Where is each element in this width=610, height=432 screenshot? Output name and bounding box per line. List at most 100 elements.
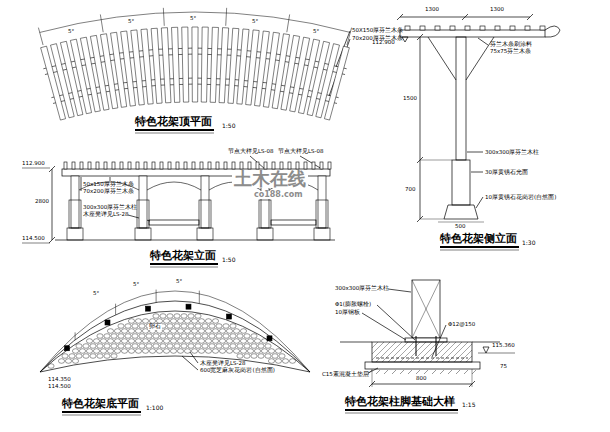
pebble bbox=[240, 339, 246, 344]
leader-line bbox=[368, 368, 378, 373]
timber-slat bbox=[280, 162, 283, 169]
timber-slat bbox=[224, 162, 227, 169]
hatch-line bbox=[466, 342, 472, 362]
pebble bbox=[97, 344, 103, 349]
leader-line bbox=[110, 177, 111, 181]
post-pedestal bbox=[197, 228, 213, 240]
pebble bbox=[149, 339, 155, 344]
pebble bbox=[93, 349, 99, 354]
pebble bbox=[90, 344, 96, 349]
pebble bbox=[170, 319, 176, 324]
steel-plate bbox=[405, 338, 447, 342]
pebble bbox=[69, 354, 75, 359]
soil-hatch bbox=[424, 370, 428, 374]
pebble bbox=[212, 349, 218, 354]
drawing-title: 特色花架底平面 bbox=[62, 398, 139, 409]
pebble bbox=[125, 324, 131, 329]
pebble bbox=[184, 349, 190, 354]
beam bbox=[400, 30, 545, 37]
soil-hatch bbox=[400, 370, 404, 374]
timber-slat bbox=[288, 162, 291, 169]
leader-line bbox=[388, 289, 411, 292]
timber-slat bbox=[272, 162, 275, 169]
post-cladding bbox=[316, 200, 328, 228]
timber-slat bbox=[324, 46, 349, 120]
post-plan bbox=[105, 320, 110, 325]
pebble bbox=[198, 329, 204, 334]
annotation: 节点大样见LS-08 bbox=[278, 149, 324, 155]
pebble bbox=[181, 344, 187, 349]
timber-slat bbox=[120, 162, 123, 169]
pebble bbox=[65, 359, 71, 364]
pebble bbox=[198, 349, 204, 354]
pebble bbox=[219, 339, 225, 344]
pebble bbox=[139, 324, 145, 329]
timber-slat bbox=[176, 162, 179, 169]
dimension-tick bbox=[49, 166, 55, 172]
leader-line bbox=[471, 172, 483, 173]
hatch-line bbox=[442, 342, 462, 362]
pebble bbox=[97, 334, 103, 339]
pebble bbox=[93, 339, 99, 344]
pebble bbox=[156, 339, 162, 344]
pebble bbox=[62, 354, 68, 359]
pebble bbox=[226, 349, 232, 354]
pebble bbox=[247, 349, 253, 354]
dimension-tick bbox=[225, 8, 227, 26]
timber-slat bbox=[320, 162, 323, 169]
soil-hatch bbox=[440, 370, 444, 374]
pebble bbox=[247, 339, 253, 344]
watermark: 土木在线 bbox=[232, 170, 308, 188]
soil-hatch bbox=[384, 370, 388, 374]
pebble bbox=[202, 324, 208, 329]
hatch-line bbox=[388, 342, 408, 362]
scale-label: 1:50 bbox=[222, 257, 235, 263]
pebble bbox=[153, 334, 159, 339]
leader-line bbox=[476, 197, 483, 208]
timber-slat bbox=[256, 162, 259, 169]
pebble bbox=[216, 344, 222, 349]
pebble bbox=[240, 349, 246, 354]
slat-section bbox=[405, 26, 410, 30]
pebble bbox=[244, 354, 250, 359]
pebble bbox=[107, 329, 113, 334]
pebble bbox=[153, 344, 159, 349]
post-plan bbox=[65, 346, 70, 351]
dimension-tick bbox=[49, 237, 55, 243]
pebble bbox=[156, 349, 162, 354]
pebble bbox=[198, 339, 204, 344]
pebble bbox=[149, 319, 155, 324]
post-plan bbox=[186, 304, 191, 309]
pebble bbox=[258, 344, 264, 349]
pebble bbox=[261, 339, 267, 344]
pebble bbox=[104, 354, 110, 359]
pebble bbox=[233, 349, 239, 354]
annotation: 114.500 bbox=[48, 384, 71, 390]
annotation: 600宽芝麻灰花岗岩(自然面) bbox=[200, 368, 275, 374]
timber-slat bbox=[208, 162, 211, 169]
hatch-line bbox=[436, 342, 456, 362]
annotation: 50x150厚芬兰木条 bbox=[83, 182, 134, 188]
annotation: 112.900 bbox=[372, 40, 395, 46]
pebble bbox=[104, 334, 110, 339]
timber-slat bbox=[210, 27, 218, 102]
leader-line bbox=[432, 325, 446, 357]
pebble bbox=[132, 324, 138, 329]
pebble bbox=[223, 344, 229, 349]
title-underline bbox=[135, 129, 214, 131]
annotation: 300x300厚芬兰木柱 bbox=[485, 150, 539, 156]
timber-slat bbox=[64, 162, 67, 169]
generated-linework bbox=[38, 8, 545, 374]
timber-slat bbox=[219, 28, 229, 103]
extension-line bbox=[420, 160, 452, 161]
leader-line bbox=[478, 38, 488, 45]
leader-line bbox=[377, 305, 415, 340]
dimension-tick bbox=[462, 14, 468, 20]
dimension-arc bbox=[40, 12, 351, 32]
timber-slat bbox=[80, 162, 83, 169]
slat-section bbox=[420, 26, 425, 30]
timber-slat bbox=[182, 27, 189, 102]
pebble bbox=[90, 354, 96, 359]
timber-slat bbox=[136, 162, 139, 169]
